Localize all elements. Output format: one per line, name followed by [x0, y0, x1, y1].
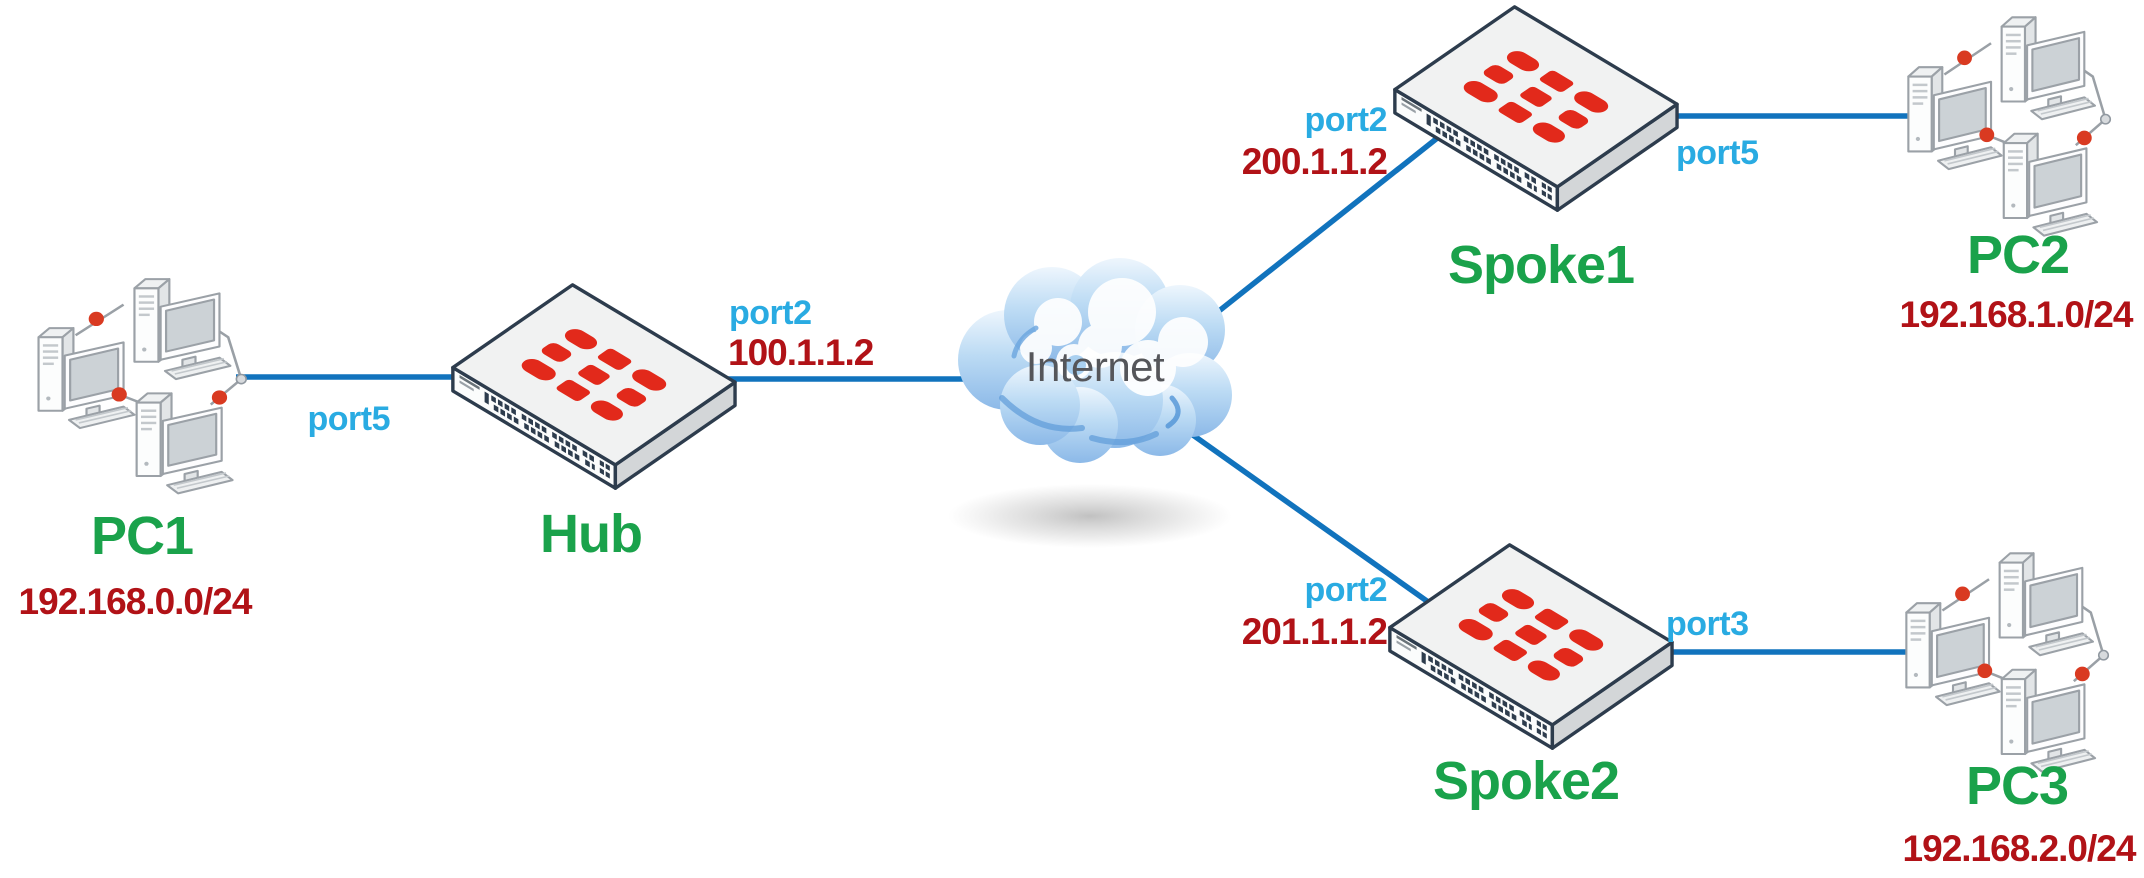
spoke1-wan-port-label: port2: [1304, 101, 1388, 139]
hub-device: [453, 285, 735, 488]
link-internet-spoke2: [1181, 425, 1450, 619]
spoke1-device: [1395, 7, 1677, 210]
spoke2-label: Spoke2: [1432, 751, 1620, 811]
pc3-cluster: [1906, 553, 2108, 771]
pc2-subnet: 192.168.1.0/24: [1899, 294, 2134, 335]
spoke2-wan-port-label: port2: [1304, 571, 1388, 609]
spoke1-wan-ip: 200.1.1.2: [1241, 141, 1388, 182]
pc3-subnet: 192.168.2.0/24: [1902, 828, 2137, 869]
hub-wan-port-label: port2: [729, 294, 812, 332]
link-internet-spoke1: [1193, 121, 1457, 333]
links: [236, 113, 1913, 655]
pc2-label: PC2: [1966, 225, 2070, 285]
cloud-highlights: [1020, 278, 1208, 396]
cloud-shading: [999, 325, 1181, 446]
pc1-cluster: [39, 279, 247, 493]
pc1-label: PC1: [90, 506, 194, 566]
hub-lan-port-label: port5: [307, 400, 391, 438]
internet-cloud: [958, 258, 1232, 463]
pc1-subnet: 192.168.0.0/24: [18, 581, 253, 622]
cloud-shadow: [948, 484, 1232, 548]
spoke2-wan-ip: 201.1.1.2: [1241, 611, 1388, 652]
spoke2-device: [1390, 545, 1672, 748]
spoke1-lan-port-label: port5: [1676, 134, 1759, 172]
spoke1-label: Spoke1: [1447, 235, 1635, 295]
spoke2-lan-port-label: port3: [1666, 605, 1749, 643]
hub-label: Hub: [540, 504, 643, 564]
hub-wan-ip: 100.1.1.2: [728, 332, 874, 373]
pc3-label: PC3: [1965, 756, 2069, 816]
pc2-cluster: [1908, 17, 2110, 235]
internet-label: Internet: [1025, 343, 1165, 390]
